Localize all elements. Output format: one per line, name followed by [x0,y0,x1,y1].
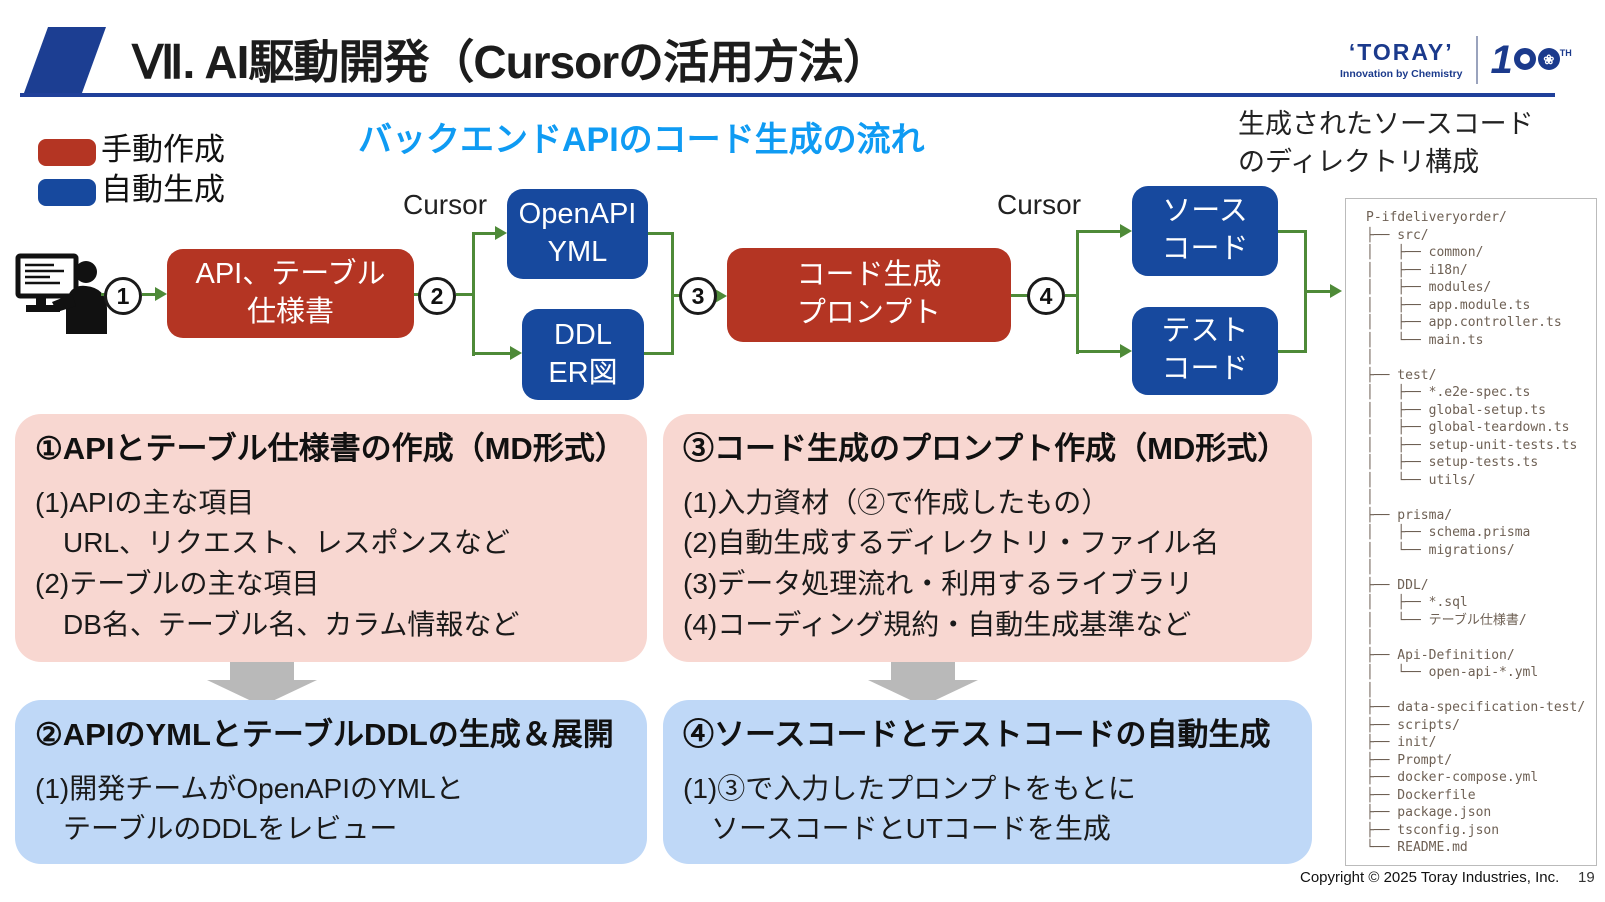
connector-line [1076,230,1120,233]
page-number: 19 [1578,869,1595,886]
connector-line [1065,294,1079,297]
cursor-label-left: Cursor [403,189,488,220]
camellia-flower-icon: ❀ [1537,48,1560,70]
legend-auto-label: 自動生成 [101,172,225,207]
panel-step3-title: ③コード生成のプロンプト作成（MD形式） [683,431,1289,466]
panel-step2: ②APIのYMLとテーブルDDLの生成＆展開 (1)開発チームがOpenAPIの… [15,700,647,864]
toray-brand-name: ‘TORAY’ [1348,38,1454,65]
panel-step4-body: (1)③で入力したプロンプトをもとに ソースコードとUTコードを生成 [683,772,1136,845]
connector-line [472,232,496,235]
step-circle-1: 1 [104,277,142,315]
connector-line [472,232,475,356]
toray-brand: ‘TORAY’ Innovation by Chemistry [1340,38,1463,80]
cursor-label-right: Cursor [997,189,1082,220]
arrowhead-icon [1120,224,1132,238]
arrowhead-icon [510,346,522,360]
connector-line [1076,230,1079,354]
toray-100th-icon: 1 ❀ TH [1490,38,1572,82]
page-title: Ⅶ. AI駆動開発（Cursorの活用方法） [132,36,889,88]
arrowhead-icon [1330,284,1342,298]
anniversary-ring-icon [1513,48,1536,70]
flow-box-ddl-er: DDL ER図 [522,309,644,400]
panel-step3-body: (1)入力資材（②で作成したもの） (2)自動生成するディレクトリ・ファイル名 … [683,486,1220,640]
connector-line [644,352,674,355]
toray-logo: ‘TORAY’ Innovation by Chemistry 1 ❀ TH [1340,36,1572,84]
flow-box-source-code: ソース コード [1132,186,1278,276]
directory-tree-panel: P-ifdeliveryorder/ ├── src/ │ ├── common… [1345,198,1597,866]
flow-box-code-gen-prompt: コード生成 プロンプト [727,248,1011,342]
panel-step1: ①APIとテーブル仕様書の作成（MD形式） (1)APIの主な項目 URL、リク… [15,414,647,662]
developer-at-computer-icon [15,253,107,334]
toray-brand-tagline: Innovation by Chemistry [1340,67,1463,80]
connector-line [1076,350,1120,353]
flow-box-openapi-yml: OpenAPI YML [507,189,648,279]
directory-heading: 生成されたソースコード のディレクトリ構成 [1238,109,1534,177]
step-circle-3: 3 [679,277,717,315]
legend-manual-label: 手動作成 [101,132,225,167]
panel-step2-title: ②APIのYMLとテーブルDDLの生成＆展開 [35,717,614,752]
connector-line [648,232,674,235]
panel-step1-body: (1)APIの主な項目 URL、リクエスト、レスポンスなど (2)テーブルの主な… [35,486,520,640]
connector-line [1304,290,1331,293]
arrowhead-icon [715,289,727,303]
arrowhead-icon [495,226,507,240]
anniversary-digit: 1 [1490,38,1513,82]
panel-step3: ③コード生成のプロンプト作成（MD形式） (1)入力資材（②で作成したもの） (… [663,414,1312,662]
connector-line [472,352,511,355]
connector-line [414,293,419,296]
connector-line [456,293,474,296]
legend-manual-swatch [38,139,96,166]
connector-line [1278,350,1306,353]
flow-box-test-code: テスト コード [1132,307,1278,395]
directory-tree: P-ifdeliveryorder/ ├── src/ │ ├── common… [1366,210,1586,855]
copyright-text: Copyright © 2025 Toray Industries, Inc. [1300,869,1560,886]
arrowhead-icon [155,287,167,301]
panel-step2-body: (1)開発チームがOpenAPIのYMLと テーブルのDDLをレビュー [35,772,464,845]
connector-line [671,232,674,355]
flow-heading: バックエンドAPIのコード生成の流れ [358,121,925,159]
connector-line [671,294,681,297]
panel-step4: ④ソースコードとテストコードの自動生成 (1)③で入力したプロンプトをもとに ソ… [663,700,1312,864]
connector-line [1278,230,1306,233]
flow-box-api-table-spec: API、テーブル 仕様書 [167,249,414,338]
logo-divider [1475,36,1478,84]
panel-step4-title: ④ソースコードとテストコードの自動生成 [683,717,1271,752]
arrowhead-icon [1120,344,1132,358]
header-divider [20,93,1555,97]
step-circle-2: 2 [418,277,456,315]
panel-step1-title: ①APIとテーブル仕様書の作成（MD形式） [35,431,626,466]
step-circle-4: 4 [1027,277,1065,315]
anniversary-suffix: TH [1559,48,1572,58]
legend-auto-swatch [38,179,96,206]
connector-line [1011,294,1028,297]
connector-line [142,293,156,296]
title-parallelogram-decoration [23,27,107,93]
